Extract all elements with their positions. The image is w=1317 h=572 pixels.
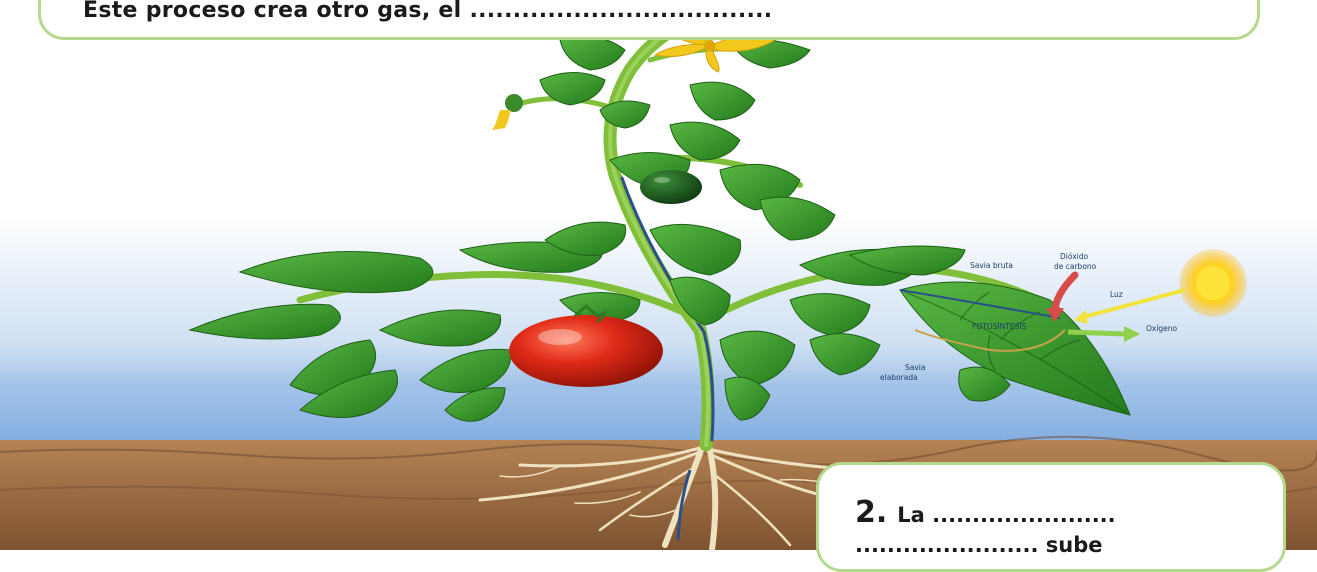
oxygen-arrow <box>1068 332 1125 334</box>
question-2-line2: ....................... sube <box>855 533 1103 557</box>
label-oxigeno: Oxígeno <box>1146 324 1178 333</box>
label-fotosintesis: FOTOSÍNTESIS <box>972 322 1027 331</box>
label-dioxido-line2: de carbono <box>1054 262 1097 271</box>
leaf <box>690 82 755 120</box>
callout-question-top: Este proceso crea otro gas, el .........… <box>38 0 1260 40</box>
leaf <box>560 37 625 70</box>
question-text-top: Este proceso crea otro gas, el .........… <box>83 0 772 23</box>
label-savia-bruta: Savia bruta <box>970 261 1013 270</box>
callout-question-2: 2. La ....................... ...........… <box>816 462 1286 572</box>
question-2-line1: 2. La ....................... <box>855 495 1116 530</box>
label-savia-elaborada-line2: elaborada <box>880 373 918 382</box>
label-savia-elaborada-line1: Savia <box>905 363 925 372</box>
question-number: 2. <box>855 495 887 530</box>
green-tomato <box>640 170 702 204</box>
label-dioxido-line1: Dióxido <box>1060 252 1088 261</box>
flower-bud <box>492 94 523 130</box>
label-luz: Luz <box>1110 290 1123 299</box>
question-2-text-line1: La ....................... <box>897 503 1115 527</box>
sun-icon <box>1179 249 1247 317</box>
leaf <box>670 122 740 160</box>
